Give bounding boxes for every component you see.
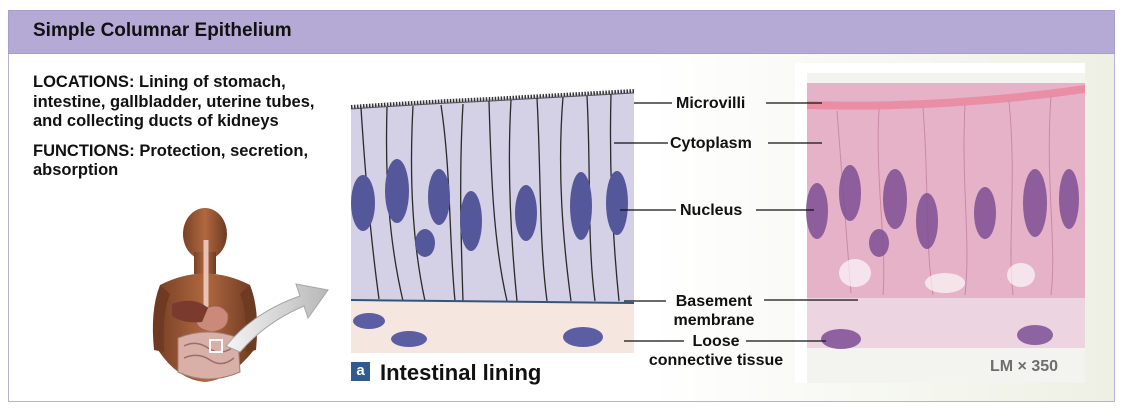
locations-text: LOCATIONS: Lining of stomach, intestine,… — [33, 73, 315, 130]
micrograph-image — [795, 63, 1085, 383]
micrograph-nuclei — [806, 165, 1079, 349]
figure-title: Simple Columnar Epithelium — [33, 20, 292, 41]
title-bar — [8, 10, 1115, 54]
info-text: LOCATIONS: Lining of stomach, intestine,… — [33, 73, 333, 191]
basement-membrane-line — [351, 299, 634, 304]
human-torso-illustration — [152, 208, 329, 382]
panel-caption: Intestinal lining — [380, 360, 542, 385]
microvilli-edge — [351, 89, 634, 109]
micrograph-brush-border — [807, 85, 1085, 110]
epithelium-diagram — [351, 71, 634, 353]
panel-badge: a — [351, 362, 370, 381]
label-loose-connective-tissue: Loose connective tissue — [648, 333, 784, 369]
label-cytoplasm: Cytoplasm — [670, 135, 752, 152]
label-basement-membrane: Basement membrane — [673, 293, 755, 329]
functions-text: FUNCTIONS: Protection, secretion, absorp… — [33, 141, 309, 180]
nuclei — [351, 159, 628, 257]
magnification-label: LM × 350 — [990, 358, 1059, 375]
label-nucleus: Nucleus — [680, 202, 743, 219]
label-microvilli: Microvilli — [676, 95, 746, 112]
